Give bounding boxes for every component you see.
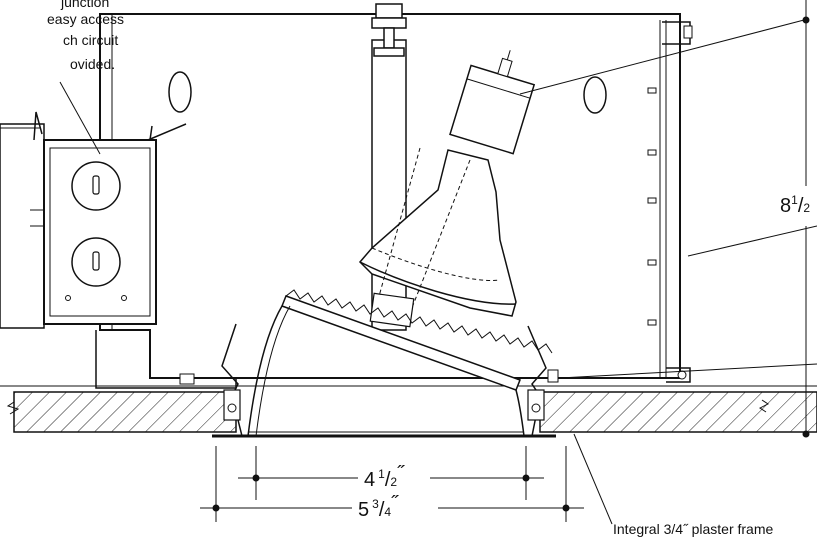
dimension-lines [200, 0, 810, 522]
tilted-trim [247, 289, 553, 437]
junction-callout-line-4: ovided. [70, 56, 115, 72]
junction-box [0, 111, 237, 389]
lamp-assembly [358, 50, 536, 328]
height-dimension-label: 81/2 [780, 193, 810, 217]
leader-lines [59, 19, 817, 525]
plaster-frame-callout: Integral 3/4˝ plaster frame [613, 521, 774, 537]
ceiling-section-left [6, 391, 237, 433]
junction-callout-line-2: easy access [47, 11, 124, 27]
ceiling-section-right [539, 391, 817, 433]
knockout-bottom [71, 237, 121, 287]
spring-clips [221, 323, 559, 437]
junction-callout-line-1: junction [60, 0, 109, 10]
junction-callout-line-3: ch circuit [63, 32, 118, 48]
aperture-flange [212, 431, 556, 438]
knockout-top [71, 161, 121, 211]
